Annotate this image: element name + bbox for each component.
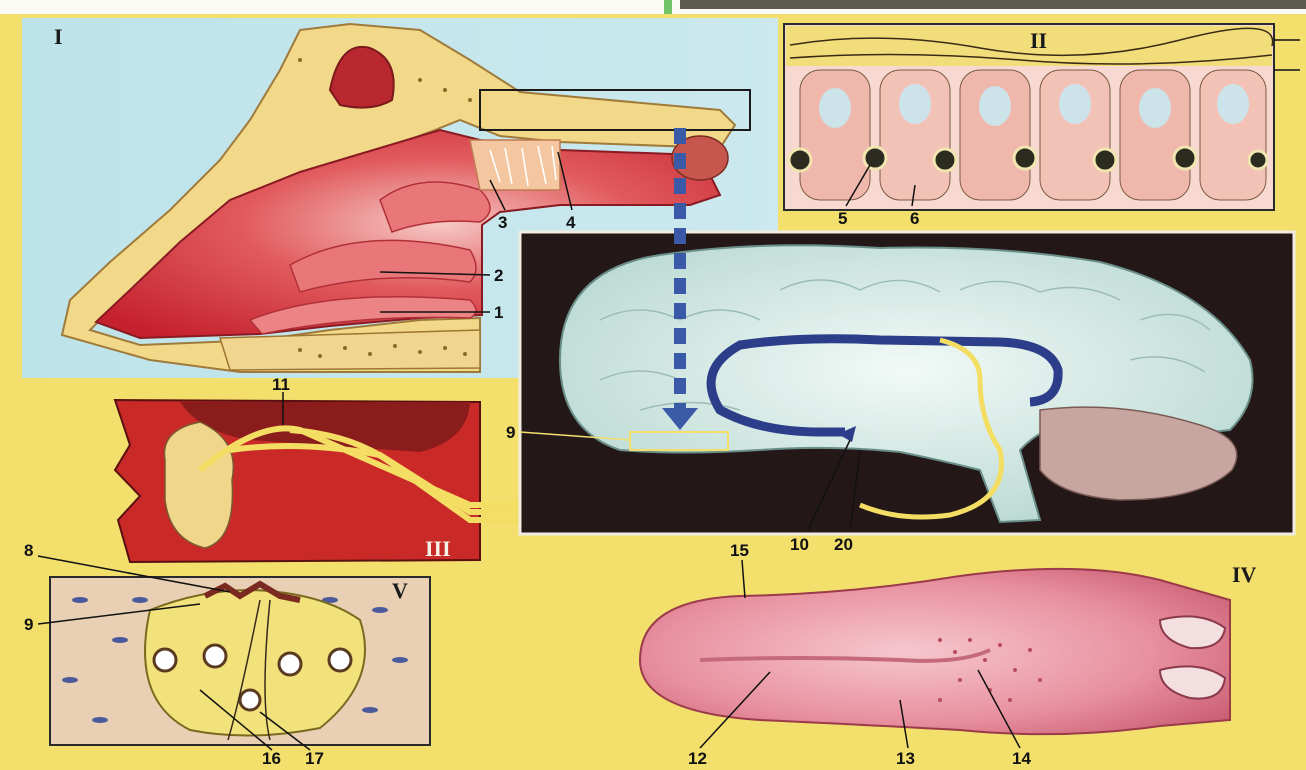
- taste-nerves-bone: [164, 422, 233, 548]
- receptor-cell: [880, 70, 950, 200]
- receptor-cell: [1120, 70, 1190, 200]
- panel-taste-bud: [38, 556, 430, 750]
- label-5: 5: [838, 209, 847, 228]
- label-9-bud: 9: [24, 615, 33, 634]
- label-16: 16: [262, 749, 281, 768]
- label-20: 20: [834, 535, 853, 554]
- label-15: 15: [730, 541, 749, 560]
- receptor-cell: [800, 70, 870, 200]
- label-2: 2: [494, 266, 503, 285]
- label-8: 8: [24, 541, 33, 560]
- top-right-gray-bar: [680, 0, 1306, 9]
- label-9-brain: 9: [506, 423, 515, 442]
- panel-numeral-taste-bud: V: [392, 578, 408, 603]
- receptor-cell: [1040, 70, 1110, 200]
- label-11: 11: [272, 375, 290, 394]
- panel-numeral-tongue: IV: [1232, 562, 1257, 587]
- label-10: 10: [790, 535, 809, 554]
- panel-numeral-receptors: II: [1030, 28, 1047, 53]
- label-14: 14: [1012, 749, 1031, 768]
- receptor-cell: [1200, 70, 1266, 200]
- label-1: 1: [494, 303, 503, 322]
- label-17: 17: [305, 749, 324, 768]
- receptor-cell: [960, 70, 1030, 200]
- panel-numeral-nose: I: [54, 24, 63, 49]
- label-6: 6: [910, 209, 919, 228]
- panel-numeral-taste-nerves: III: [425, 536, 451, 561]
- label-12: 12: [688, 749, 707, 768]
- label-3: 3: [498, 213, 507, 232]
- label-13: 13: [896, 749, 915, 768]
- label-4: 4: [566, 213, 576, 232]
- top-right-gray-bar-accent: [664, 0, 672, 14]
